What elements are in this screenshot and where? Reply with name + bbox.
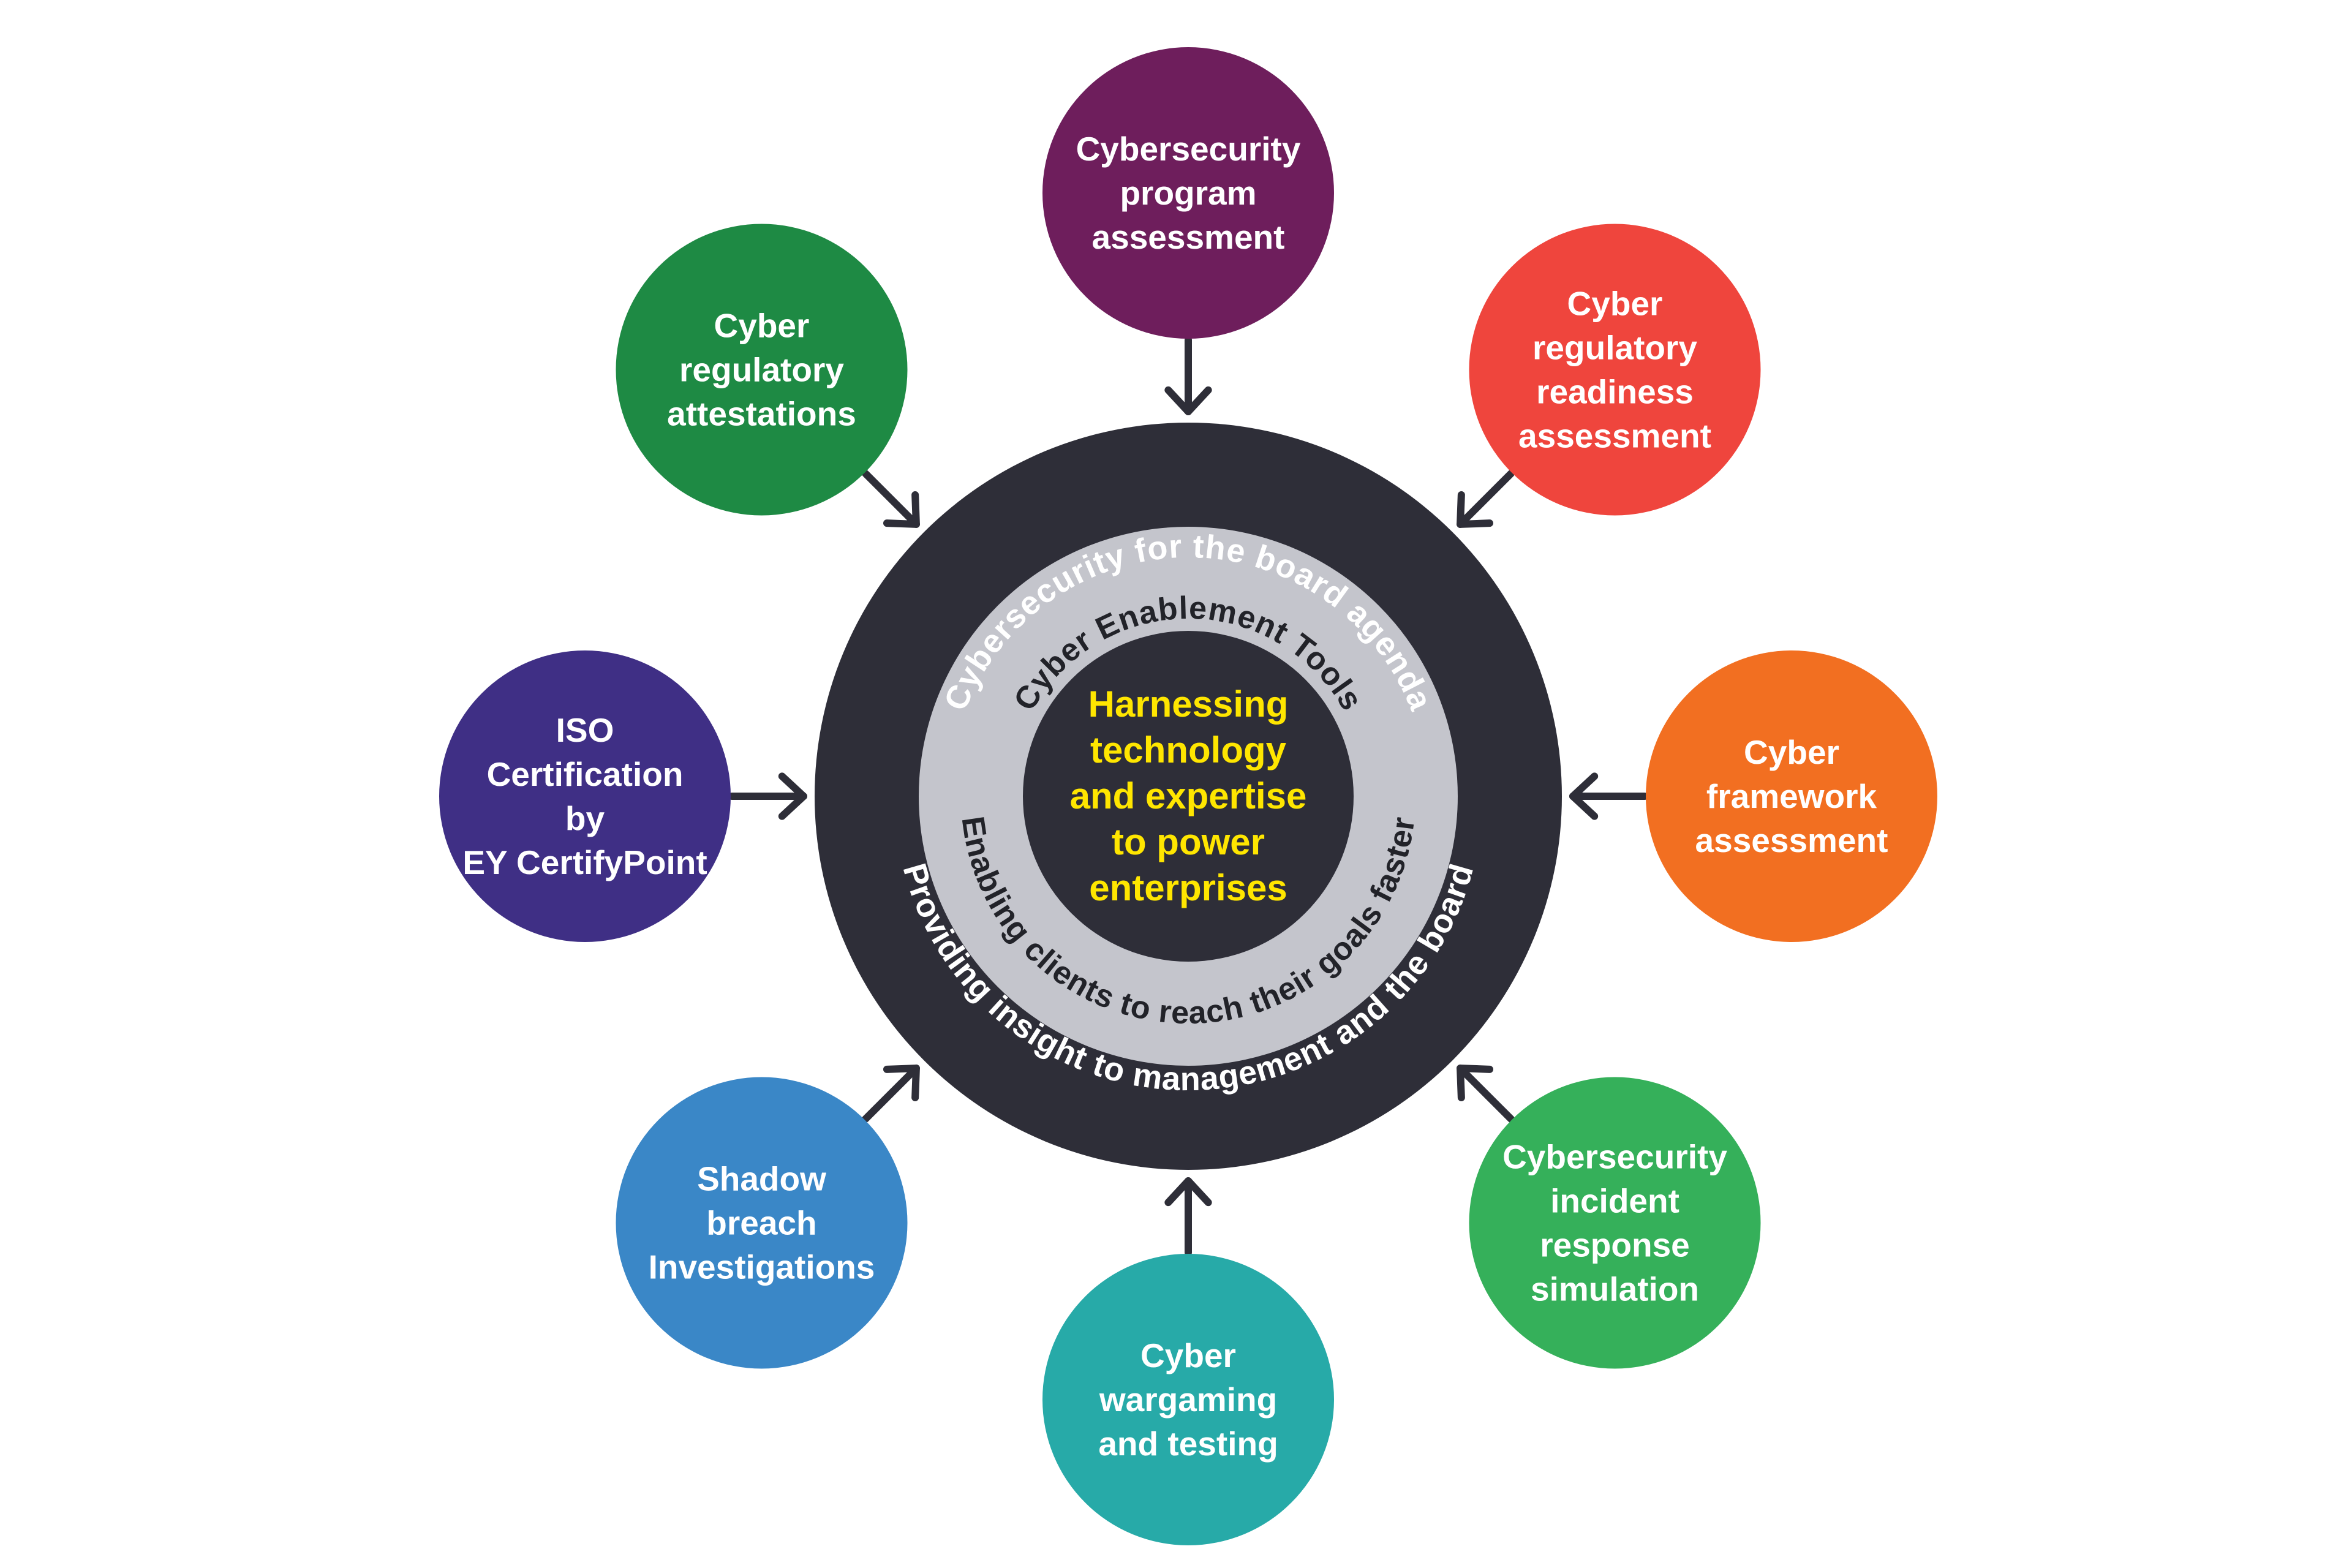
satellite-label-line: breach — [706, 1204, 816, 1242]
satellite-label-line: attestations — [667, 394, 856, 432]
satellite-label-line: wargaming — [1099, 1381, 1277, 1419]
satellite-circle — [1646, 650, 1937, 942]
satellite-label-line: Shadow — [697, 1160, 826, 1198]
satellite-label-line: framework — [1706, 777, 1877, 815]
arrow-head-iso-certification — [778, 772, 807, 820]
satellite-label-line: Cyber — [1140, 1336, 1236, 1374]
connector-arrows — [728, 336, 1648, 1256]
satellite-regulatory-readiness: Cyber regulatory readiness assessment — [1469, 224, 1761, 516]
satellite-circle — [1042, 47, 1334, 339]
satellite-label-line: ISO — [556, 711, 614, 749]
satellite-label-line: Investigations — [649, 1248, 875, 1286]
arrow-head-shadow-breach — [883, 1065, 920, 1102]
arrow-shaft-shadow-breach — [862, 1065, 920, 1123]
satellite-label-line: assessment — [1092, 218, 1285, 256]
satellite-label-line: Cyber — [1744, 733, 1839, 771]
satellite-label-line: Certification — [487, 755, 684, 793]
satellite-label: Cyber regulatory readiness assessment — [1518, 284, 1711, 454]
satellite-label-line: incident — [1550, 1182, 1679, 1220]
satellite-circle — [1469, 224, 1761, 516]
satellite-program-assessment: Cybersecurity program assessment — [1042, 47, 1334, 339]
satellite-label-line: regulatory — [679, 350, 844, 388]
satellite-label-line: readiness — [1536, 372, 1694, 410]
arrow-head-incident-response — [1457, 1065, 1494, 1102]
satellite-circle — [1469, 1077, 1761, 1369]
satellite-label-line: assessment — [1518, 417, 1711, 454]
satellite-iso-certification: ISO Certification by EY CertifyPoint — [439, 650, 731, 942]
satellite-label: Cyber wargaming and testing — [1098, 1336, 1278, 1463]
arrow-head-framework-assessment — [1569, 772, 1599, 820]
satellite-circle — [616, 1077, 908, 1369]
satellite-label-line: by — [565, 799, 605, 837]
satellite-circle — [616, 224, 908, 516]
arrow-shaft-regulatory-attestations — [862, 470, 920, 528]
satellite-label-line: Cybersecurity — [1076, 130, 1301, 168]
satellite-label-line: assessment — [1695, 821, 1888, 859]
core-circle — [1023, 631, 1354, 962]
arrow-head-program-assessment — [1164, 386, 1212, 415]
arrow-shaft-incident-response — [1457, 1065, 1515, 1123]
satellite-label-line: EY CertifyPoint — [462, 843, 707, 881]
satellite-framework-assessment: Cyber framework assessment — [1646, 650, 1937, 942]
satellite-label-line: program — [1120, 174, 1256, 212]
core-statement-line: enterprises — [1089, 867, 1287, 908]
satellite-regulatory-attestations: Cyber regulatory attestations — [616, 224, 908, 516]
arrow-head-wargaming — [1164, 1177, 1212, 1207]
core-statement-line: Harnessing — [1088, 684, 1289, 725]
satellite-circle — [1042, 1254, 1334, 1545]
core-statement-line: and expertise — [1070, 775, 1307, 816]
satellite-label-line: Cyber — [714, 306, 810, 344]
arrow-head-regulatory-attestations — [883, 491, 920, 528]
satellite-label-line: Cybersecurity — [1502, 1138, 1727, 1176]
satellite-circle — [439, 650, 731, 942]
satellite-label: Cybersecurity program assessment — [1076, 130, 1301, 256]
satellite-label: ISO Certification by EY CertifyPoint — [462, 711, 707, 881]
satellite-label: Cybersecurity incident response simulation — [1502, 1138, 1727, 1308]
satellite-wargaming: Cyber wargaming and testing — [1042, 1254, 1334, 1545]
satellite-label: Cyber framework assessment — [1695, 733, 1888, 859]
arrow-shaft-regulatory-readiness — [1457, 470, 1515, 528]
arrow-head-regulatory-readiness — [1457, 491, 1494, 528]
satellite-label-line: regulatory — [1532, 328, 1697, 366]
satellite-label-line: response — [1540, 1226, 1690, 1264]
satellite-label-line: Cyber — [1567, 284, 1663, 322]
satellite-label: Cyber regulatory attestations — [667, 306, 856, 432]
core-statement-line: technology — [1090, 729, 1287, 771]
core-statement-line: to power — [1112, 821, 1265, 862]
satellite-incident-response: Cybersecurity incident response simulation — [1469, 1077, 1761, 1369]
satellite-label-line: and testing — [1098, 1425, 1278, 1463]
satellite-label-line: simulation — [1531, 1270, 1699, 1308]
